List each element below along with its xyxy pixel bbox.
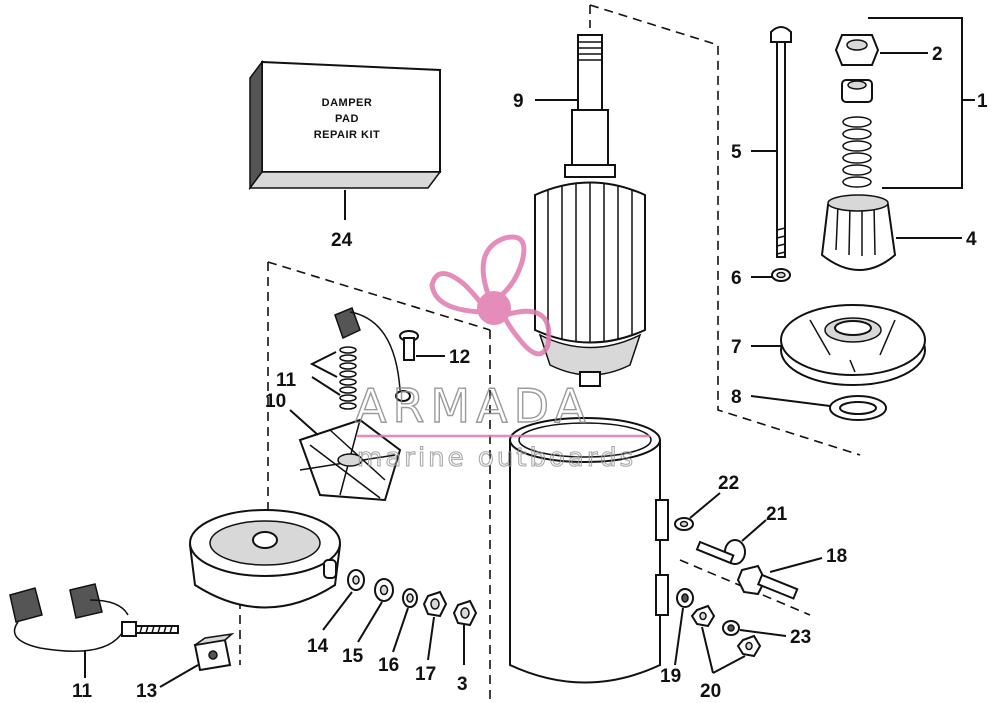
callout-3: 3 <box>457 674 468 695</box>
kit-label-line2: PAD <box>335 113 359 125</box>
lockwasher-17 <box>422 590 448 618</box>
callout-23: 23 <box>790 627 811 648</box>
screw-21 <box>695 539 746 565</box>
armada-watermark: ARMADA marine outboards <box>354 234 650 474</box>
nut-3 <box>452 599 478 627</box>
kit-label-line1: DAMPER <box>322 97 373 109</box>
spring <box>842 116 872 188</box>
callout-11-lower: 11 <box>72 681 93 702</box>
washer-6 <box>771 268 791 282</box>
callout-18: 18 <box>826 546 847 567</box>
callout-1: 1 <box>977 91 988 112</box>
callout-20: 20 <box>700 681 721 702</box>
callout-22: 22 <box>718 473 739 494</box>
kit-label-line3: REPAIR KIT <box>314 129 381 141</box>
brush-set-lower <box>9 583 179 653</box>
watermark-tagline: marine outboards <box>357 443 636 473</box>
callout-24: 24 <box>331 230 353 251</box>
propeller-logo <box>429 234 552 357</box>
callout-7: 7 <box>731 337 742 358</box>
washer-15 <box>374 578 394 602</box>
end-cap-group-outline <box>239 261 491 703</box>
callout-8: 8 <box>731 387 742 408</box>
callout-10: 10 <box>265 391 286 412</box>
callout-11-upper: 11 <box>276 370 297 391</box>
callout-19: 19 <box>660 666 681 687</box>
armature <box>534 34 646 387</box>
washer-23 <box>722 620 740 636</box>
callout-17: 17 <box>415 664 436 685</box>
damper-pad-repair-kit-box: DAMPER PAD REPAIR KIT <box>248 59 442 191</box>
drive-end-cap <box>780 304 926 386</box>
thru-bolt <box>770 26 792 258</box>
commutator-end-cap <box>188 509 342 609</box>
callout-5: 5 <box>731 142 742 163</box>
callout-2: 2 <box>932 44 943 65</box>
callout-16: 16 <box>378 655 399 676</box>
terminal-insulator <box>193 632 235 672</box>
washer-22 <box>674 517 694 531</box>
callout-15: 15 <box>342 646 364 667</box>
locknut <box>834 34 880 66</box>
field-frame <box>509 417 669 684</box>
callout-numbers: 1 2 3 4 5 6 7 8 9 10 11 11 12 13 14 15 1… <box>72 44 988 702</box>
spacer <box>841 79 873 103</box>
leader-lines <box>84 17 975 688</box>
callout-12: 12 <box>449 347 470 368</box>
callout-13: 13 <box>136 681 157 702</box>
lockwasher-19 <box>676 588 694 608</box>
pinion-drive <box>820 194 897 271</box>
armature-group-outline <box>589 4 861 456</box>
screw-12 <box>399 330 419 361</box>
bolt-18 <box>736 564 799 600</box>
callout-21: 21 <box>766 504 788 525</box>
washer-14 <box>347 569 365 591</box>
frame-group-outline <box>679 559 811 616</box>
callout-6: 6 <box>731 268 742 289</box>
callout-9: 9 <box>513 91 524 112</box>
watermark-brand: ARMADA <box>355 379 592 433</box>
washer-16 <box>402 588 418 608</box>
callout-14: 14 <box>307 636 329 657</box>
brush-holder <box>298 418 402 502</box>
nut-20-upper <box>690 604 716 628</box>
brush-and-spring-upper <box>334 307 411 410</box>
thrust-washer <box>829 395 887 421</box>
callout-4: 4 <box>966 229 977 250</box>
nut-20-lower <box>736 634 762 658</box>
